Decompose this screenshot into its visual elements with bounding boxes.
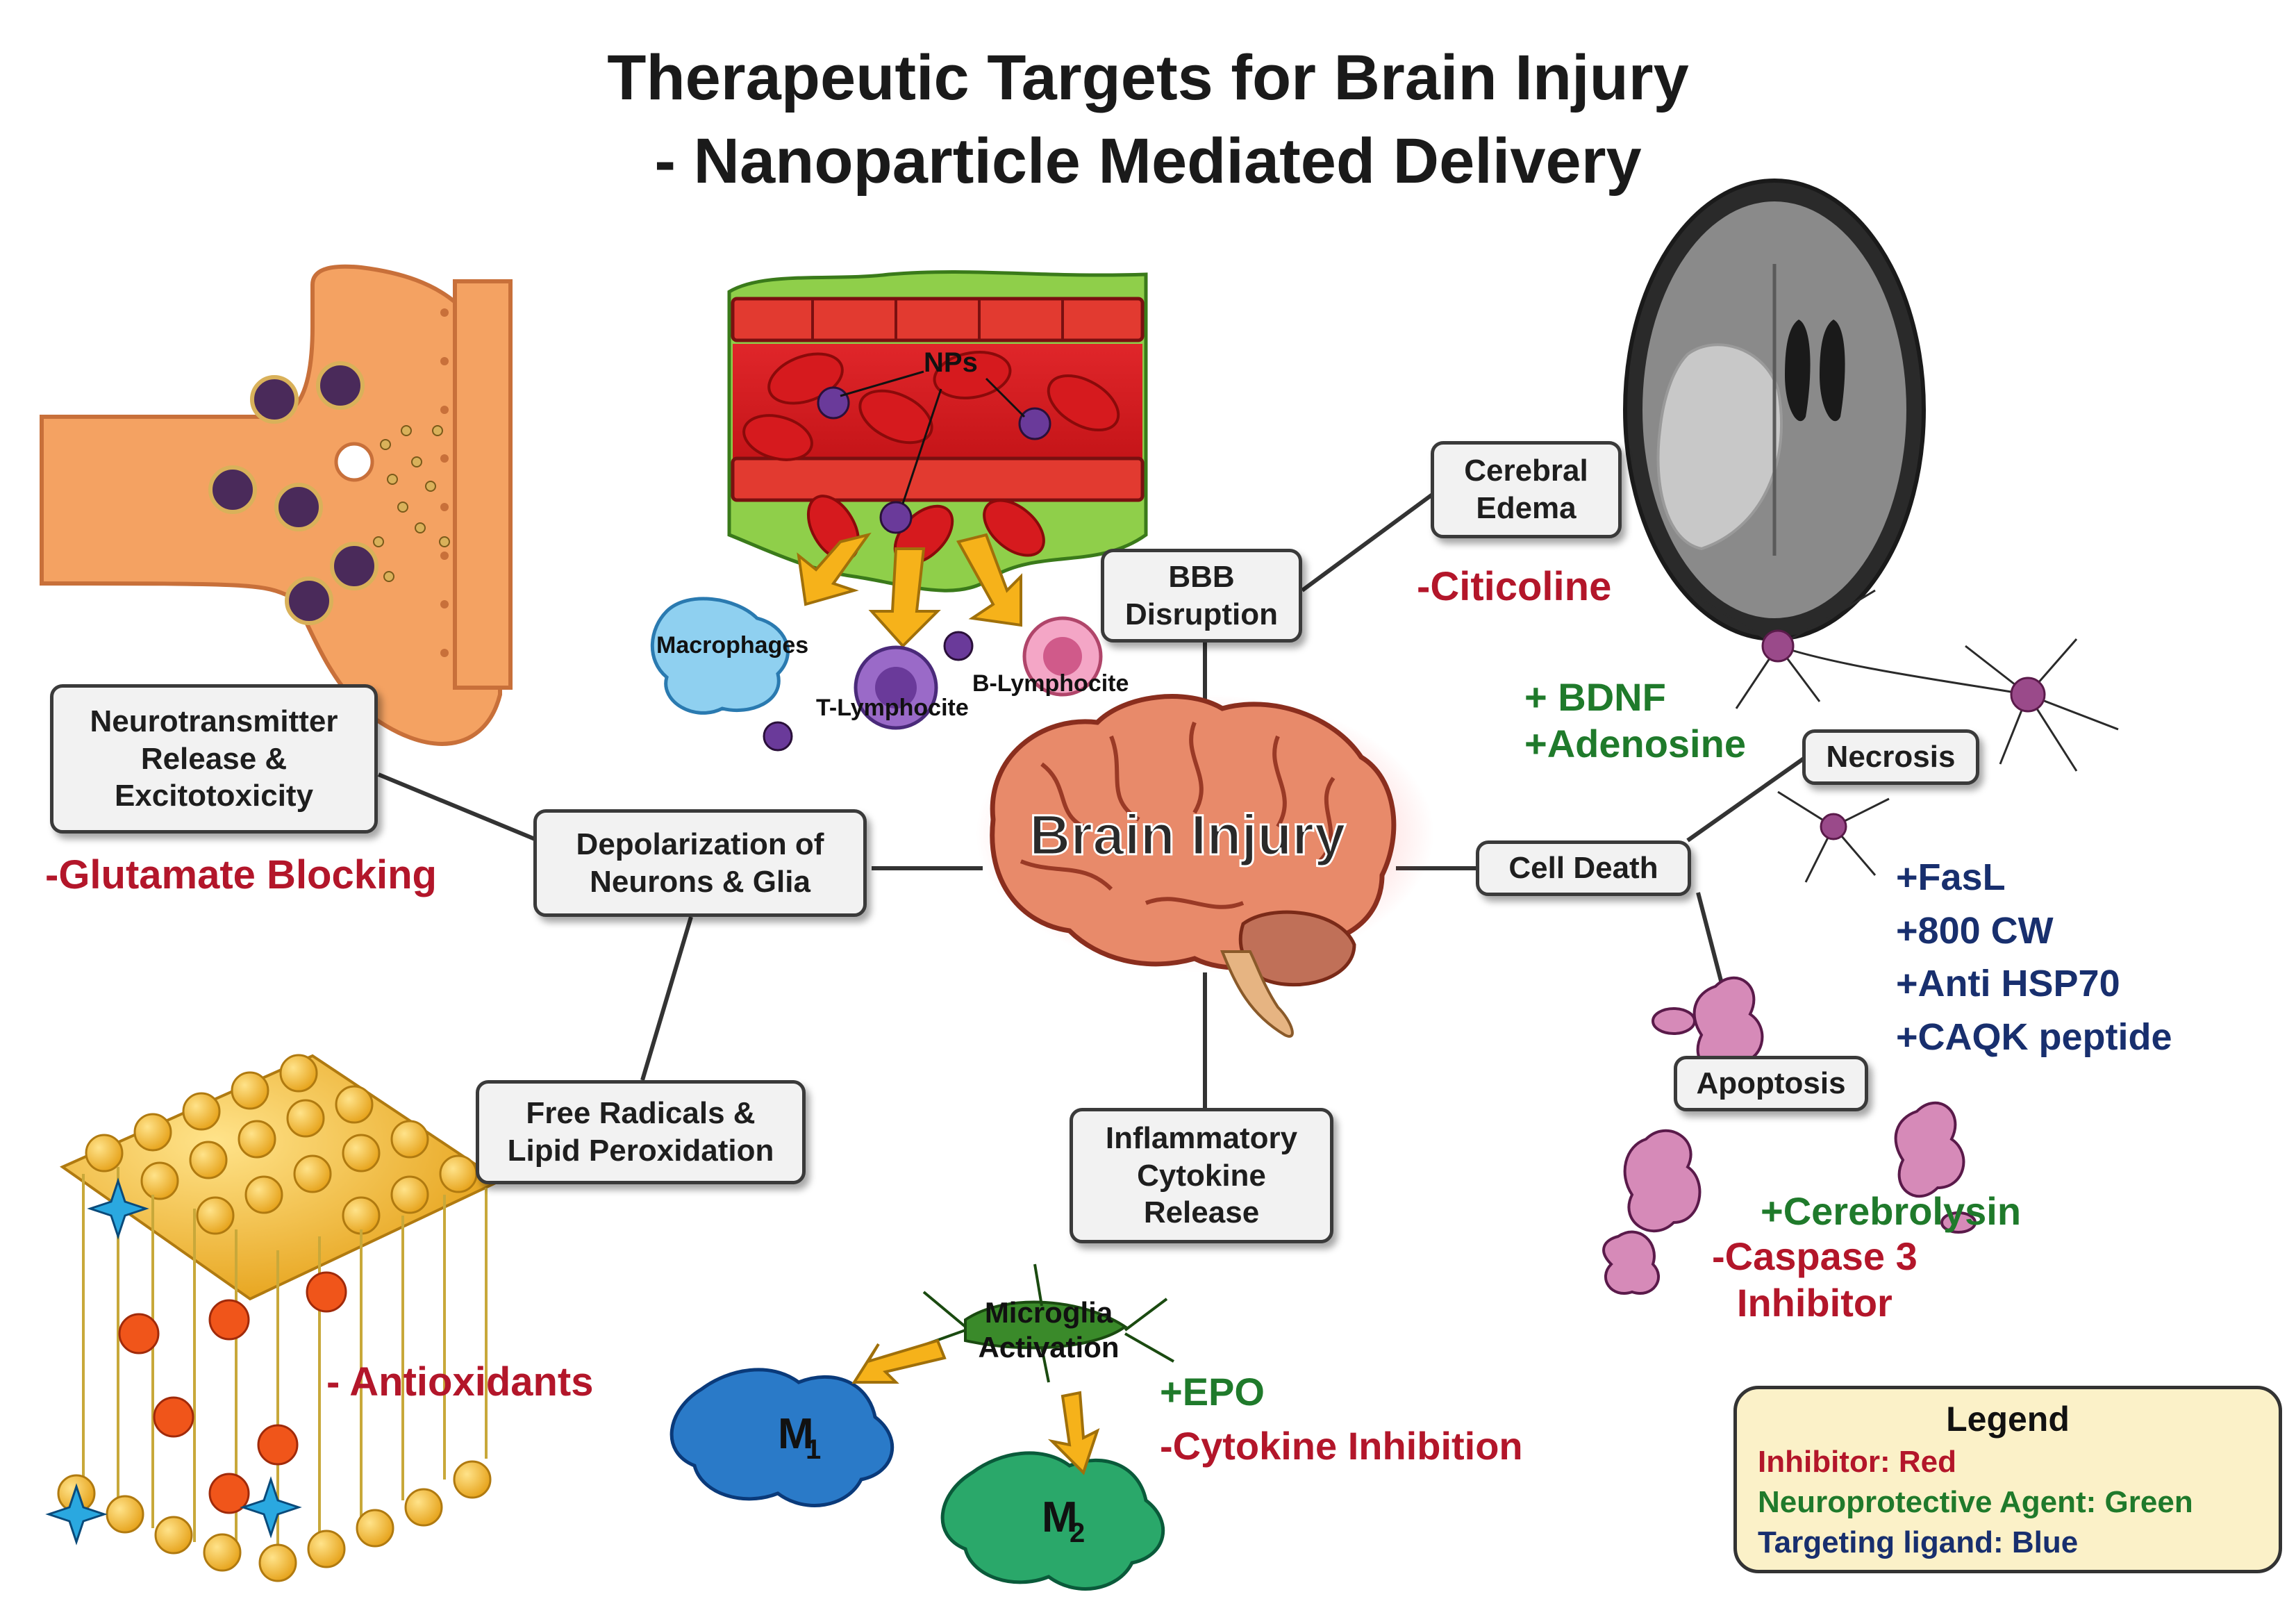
neuron-cell-body xyxy=(1820,813,1847,840)
microglia-m2-cell xyxy=(940,1451,1165,1591)
agent-antioxidants: - Antioxidants xyxy=(326,1359,594,1405)
microglia-m1-cell xyxy=(669,1368,895,1507)
connector-bbb-edema xyxy=(1301,491,1436,593)
lipid-bilayer-icon xyxy=(45,1054,504,1582)
agent-glutamate-blocking: -Glutamate Blocking xyxy=(45,852,437,897)
connector-depolarization-freeradicals xyxy=(640,916,693,1081)
agent-cytokine-inhibition: -Cytokine Inhibition xyxy=(1160,1424,1523,1468)
node-edema: Cerebral Edema xyxy=(1431,441,1622,538)
macrophage-cell xyxy=(650,597,790,715)
microglia-icon: M 1 M 2 xyxy=(669,1263,1174,1591)
neuron-icon xyxy=(1680,582,2119,883)
center-label: Brain Injury xyxy=(1029,804,1346,867)
apoptotic-cell-icon xyxy=(1602,976,1977,1295)
m1-label: M xyxy=(778,1410,814,1458)
node-necrosis: Necrosis xyxy=(1802,729,1979,785)
agent-cerebrolysin: +Cerebrolysin xyxy=(1761,1189,2022,1233)
node-free-radicals: Free Radicals & Lipid Peroxidation xyxy=(476,1080,806,1184)
agent-bdnf-adenosine: + BDNF +Adenosine xyxy=(1524,675,1746,766)
agent-epo: +EPO xyxy=(1160,1370,1265,1414)
connector-celldeath-necrosis xyxy=(1686,755,1807,843)
brain-icon xyxy=(976,694,1434,1038)
nps-label: NPs xyxy=(924,347,978,378)
node-depolarization: Depolarization of Neurons & Glia xyxy=(533,809,867,917)
t-lymphocite-label: T-Lymphocite xyxy=(816,695,969,721)
title-line-2: - Nanoparticle Mediated Delivery xyxy=(654,126,1642,197)
b-lymphocite-label: B-Lymphocite xyxy=(972,670,1129,697)
node-bbb: BBB Disruption xyxy=(1101,549,1302,643)
connector-depolarization-neurotransmitter xyxy=(377,772,540,843)
m1-subscript: 1 xyxy=(806,1434,821,1465)
node-inflammatory: Inflammatory Cytokine Release xyxy=(1070,1108,1333,1243)
blood-vessel-icon xyxy=(650,270,1148,752)
legend-item-neuroprotective: Neuroprotective Agent: Green xyxy=(1758,1485,2193,1519)
m2-label: M xyxy=(1042,1493,1078,1541)
m2-subscript: 2 xyxy=(1070,1518,1085,1548)
brain-scan-icon xyxy=(1623,179,1926,641)
legend-item-inhibitor: Inhibitor: Red xyxy=(1758,1445,1956,1479)
neuron-cell-body xyxy=(1761,629,1795,663)
legend: Legend Inhibitor: Red Neuroprotective Ag… xyxy=(1733,1386,2282,1573)
synapse-icon xyxy=(40,264,513,746)
legend-title: Legend xyxy=(1946,1400,2070,1439)
node-neurotransmitter: Neurotransmitter Release & Excitotoxicit… xyxy=(50,684,378,834)
agent-citicoline: -Citicoline xyxy=(1417,564,1612,609)
agent-targeting-ligands: +FasL +800 CW +Anti HSP70 +CAQK peptide xyxy=(1896,856,2172,1059)
microglia-activation-label: Microglia Activation xyxy=(978,1296,1120,1364)
node-apoptosis: Apoptosis xyxy=(1674,1056,1868,1111)
title-line-1: Therapeutic Targets for Brain Injury xyxy=(607,42,1689,113)
neuron-cell-body xyxy=(2010,677,2046,713)
legend-item-targeting: Targeting ligand: Blue xyxy=(1758,1525,2079,1559)
agent-caspase-inhibitor: -Caspase 3 Inhibitor xyxy=(1712,1234,1918,1325)
node-cell-death: Cell Death xyxy=(1476,840,1691,896)
macrophages-label: Macrophages xyxy=(656,632,808,658)
